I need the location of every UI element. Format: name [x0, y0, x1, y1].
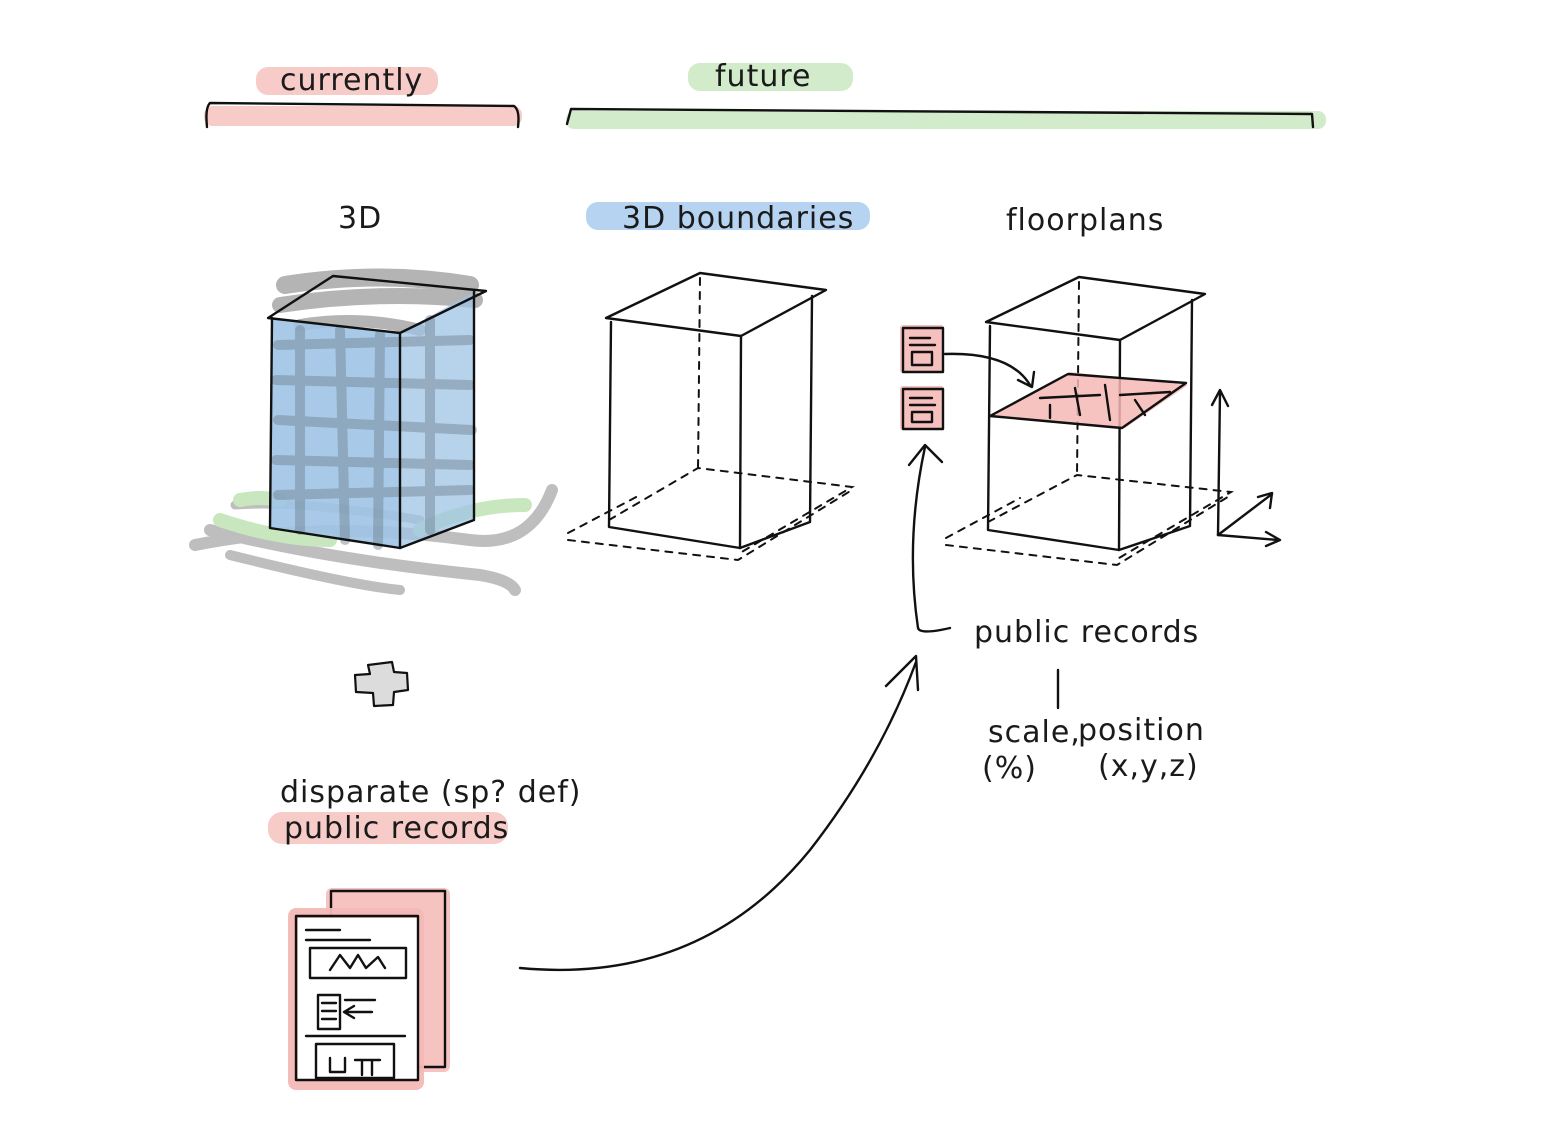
currently-header: currently: [204, 63, 522, 129]
future-records-label: public records: [974, 615, 1199, 650]
currently-bracket: [205, 101, 520, 129]
currently-label: currently: [280, 63, 423, 98]
floorplans-box-illustration: [900, 275, 1282, 633]
public-records-documents-icon: [288, 888, 450, 1090]
three-d-title: 3D: [338, 201, 382, 236]
position-unit-label: (x,y,z): [1098, 749, 1199, 784]
plus-icon: [353, 660, 410, 708]
future-label: future: [715, 59, 811, 94]
boundaries-box-illustration: [567, 271, 856, 562]
building-3d-illustration: [189, 268, 558, 596]
future-header: future: [565, 59, 1326, 129]
disparate-records-label: public records: [284, 811, 509, 846]
disparate-label: disparate (sp? def): [280, 775, 582, 810]
scale-label: scale,: [988, 715, 1081, 750]
records-up-arrow: [911, 445, 952, 633]
records-to-future-arrow: [518, 660, 918, 972]
floor-slab: [990, 372, 1188, 428]
boundaries-title: 3D boundaries: [622, 201, 854, 236]
slab-arrow: [943, 352, 1032, 387]
future-bracket: [565, 107, 1315, 129]
floorplans-title: floorplans: [1006, 203, 1164, 238]
scale-unit-label: (%): [982, 751, 1037, 786]
xyz-axes-icon: [1210, 388, 1282, 548]
position-label: position: [1078, 713, 1205, 748]
